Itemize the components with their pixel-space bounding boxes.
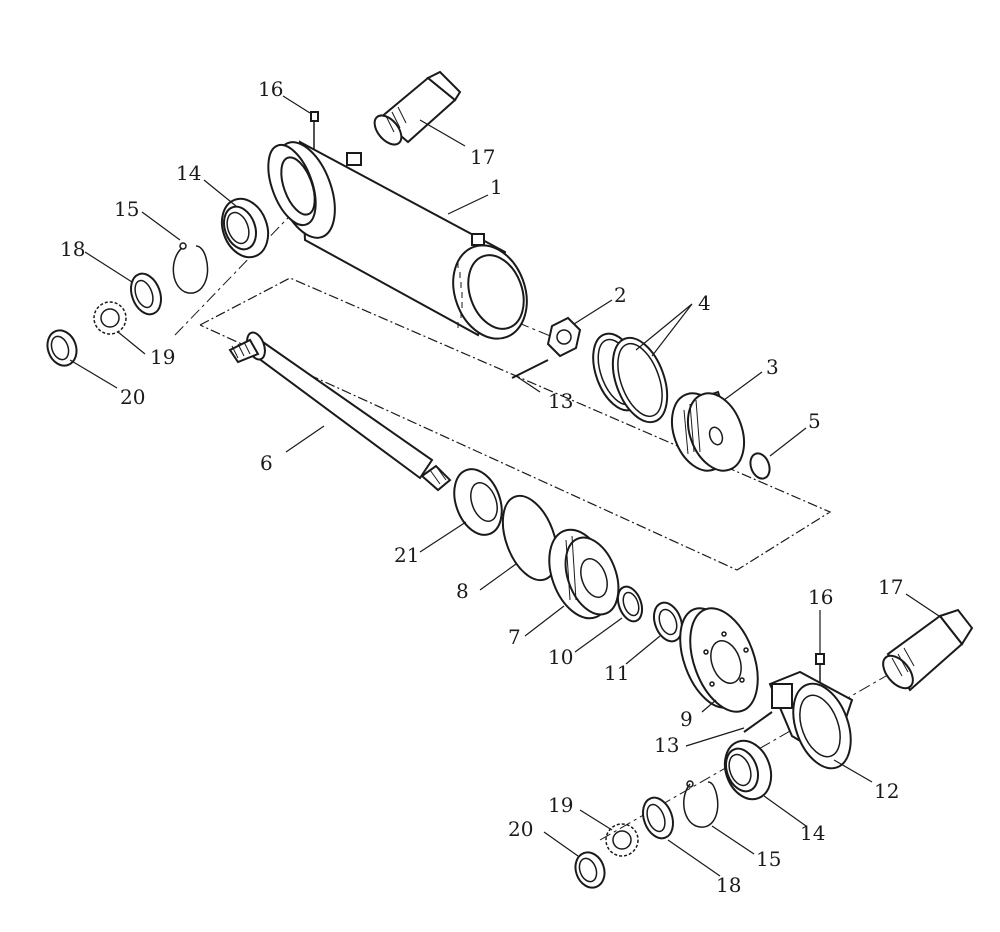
callout-14-upper: 14 bbox=[176, 161, 201, 185]
o-ring-large bbox=[501, 494, 559, 582]
callout-17-lower: 17 bbox=[878, 575, 903, 599]
callout-4: 4 bbox=[698, 291, 711, 315]
callout-5: 5 bbox=[808, 409, 821, 433]
callout-18-upper: 18 bbox=[60, 237, 85, 261]
hex-nut bbox=[546, 316, 582, 358]
end-cap bbox=[679, 607, 759, 713]
callout-11: 11 bbox=[604, 661, 629, 685]
pivot-pin-lower bbox=[882, 608, 974, 692]
callout-19-lower: 19 bbox=[548, 793, 573, 817]
callout-8: 8 bbox=[456, 579, 469, 603]
cylinder-head bbox=[548, 528, 620, 620]
callout-16-upper: 16 bbox=[258, 77, 283, 101]
leader-lines bbox=[69, 95, 943, 877]
lock-nut-upper bbox=[46, 329, 78, 367]
callout-12: 12 bbox=[874, 779, 899, 803]
cylinder-barrel bbox=[267, 140, 528, 340]
cotter-pin-lower bbox=[743, 711, 773, 733]
callout-20-lower: 20 bbox=[508, 817, 533, 841]
rod-gland bbox=[453, 468, 503, 536]
circlip-lower bbox=[683, 780, 719, 828]
washer-lower bbox=[642, 796, 674, 840]
pivot-pin-upper bbox=[373, 70, 462, 146]
callout-15-lower: 15 bbox=[756, 847, 781, 871]
callout-2: 2 bbox=[614, 283, 627, 307]
callout-17-upper: 17 bbox=[470, 145, 495, 169]
callout-14-lower: 14 bbox=[800, 821, 825, 845]
washer-upper bbox=[130, 272, 162, 316]
callout-16-lower: 16 bbox=[808, 585, 833, 609]
callout-13-lower: 13 bbox=[654, 733, 679, 757]
callout-1: 1 bbox=[490, 175, 503, 199]
cotter-pin-upper bbox=[511, 359, 549, 379]
piston-rod bbox=[228, 331, 452, 492]
circlip-upper bbox=[172, 242, 209, 294]
upper-axis-line bbox=[174, 194, 311, 336]
callout-15-upper: 15 bbox=[114, 197, 139, 221]
lock-nut-lower bbox=[574, 851, 606, 889]
piston-axis-line bbox=[474, 304, 561, 341]
lock-washer-lower bbox=[605, 823, 639, 857]
callout-18-lower: 18 bbox=[716, 873, 741, 897]
callout-10: 10 bbox=[548, 645, 573, 669]
grease-nipple-upper bbox=[310, 111, 319, 150]
callout-20-upper: 20 bbox=[120, 385, 145, 409]
bushing-lower bbox=[723, 739, 773, 801]
rod-clevis bbox=[768, 670, 854, 770]
callout-21: 21 bbox=[394, 543, 419, 567]
back-up-ring bbox=[616, 585, 644, 623]
lock-washer-upper bbox=[93, 301, 127, 335]
bushing-upper bbox=[220, 197, 270, 259]
rod-seal bbox=[652, 601, 684, 643]
callout-3: 3 bbox=[766, 355, 779, 379]
callout-13-upper: 13 bbox=[548, 389, 573, 413]
seal-rings bbox=[592, 332, 669, 424]
callout-6: 6 bbox=[260, 451, 273, 475]
callout-19-upper: 19 bbox=[150, 345, 175, 369]
callout-7: 7 bbox=[508, 625, 521, 649]
callout-9: 9 bbox=[680, 707, 693, 731]
assembly-boundary bbox=[199, 277, 832, 571]
callout-labels: 16 17 1 14 15 18 19 20 2 4 3 13 5 6 21 8… bbox=[60, 77, 903, 897]
o-ring-small bbox=[749, 452, 771, 480]
piston bbox=[670, 390, 746, 472]
